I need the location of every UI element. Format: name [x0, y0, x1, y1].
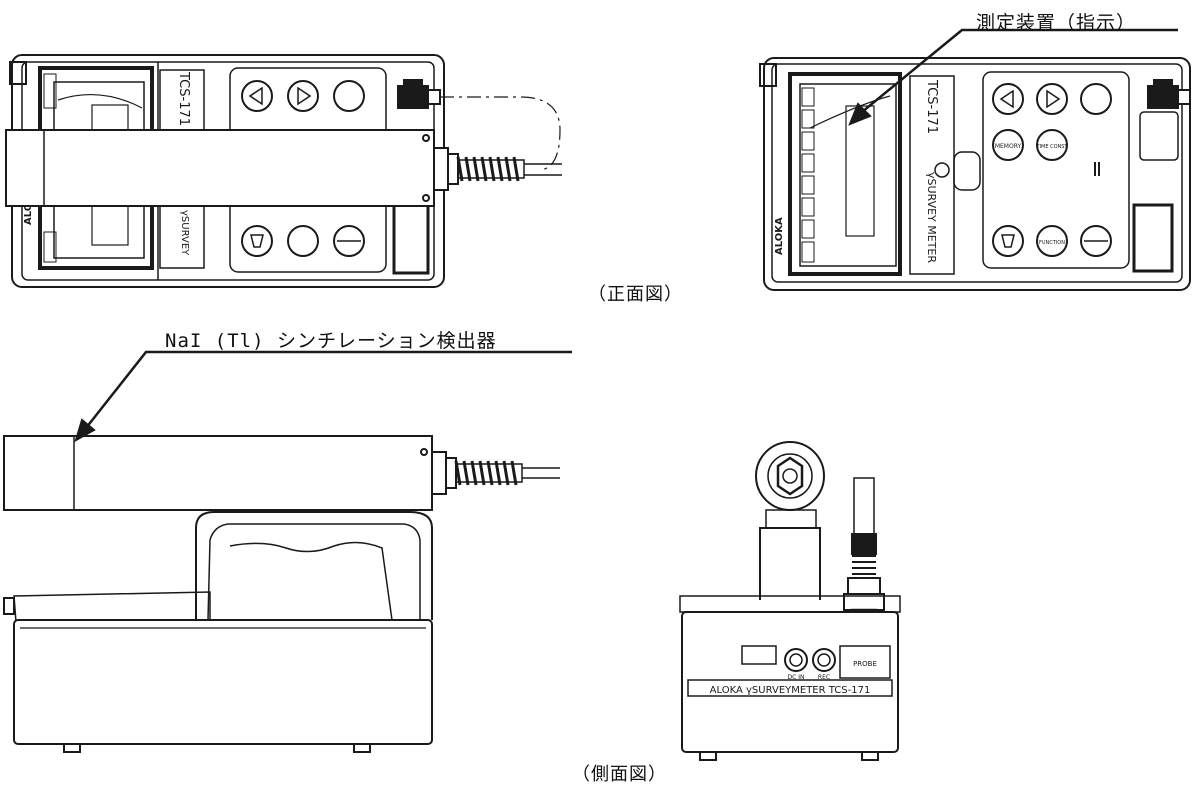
front-view-with-detector: TCS-171 γSURVEY ALOKA — [5, 54, 562, 288]
detector-probe-side — [3, 435, 433, 511]
model-label-right: TCS-171 — [924, 79, 939, 134]
side-view-end: DC IN REC PROBE ALOKA γSURVEYMETER TCS-1… — [679, 441, 901, 761]
buttons-left — [241, 80, 365, 257]
model-label-left: TCS-171 — [176, 71, 191, 126]
memory-button-label: MEMORY — [995, 143, 1022, 150]
front-view-caption: （正面図） — [588, 284, 683, 305]
speaker-icon — [250, 234, 264, 248]
dc-in-label: DC IN — [788, 674, 805, 681]
product-label-right: γSURVEY METER — [925, 172, 938, 263]
brand-label-right: ALOKA — [774, 217, 785, 255]
probe-label: PROBE — [853, 660, 877, 668]
right-arrow-icon — [297, 86, 312, 106]
meter-body-right — [763, 57, 1191, 291]
function-button-label: FUNCTION — [1039, 240, 1065, 246]
meter-end-body — [681, 611, 899, 753]
side-view-caption: （側面図） — [572, 764, 667, 785]
detector-label: NaI (Tl) シンチレーション検出器 — [165, 330, 497, 352]
left-arrow-icon — [248, 86, 263, 106]
side-view-long — [3, 350, 572, 753]
meter-body-side — [13, 619, 433, 745]
measuring-device-label: 測定装置（指示） — [976, 12, 1137, 34]
product-label-left: γSURVEY — [179, 210, 190, 256]
rec-label: REC — [818, 674, 830, 681]
detector-probe-front — [5, 129, 435, 207]
time-const-button-label: TIME CONST — [1036, 144, 1069, 150]
front-view-meter-only: ALOKA TCS-171 γSURVEY METER MEMORY TIME … — [759, 28, 1191, 291]
buttons-right: MEMORY TIME CONST FUNCTION — [992, 83, 1112, 257]
side-panel-label: ALOKA γSURVEYMETER TCS-171 — [710, 685, 871, 696]
